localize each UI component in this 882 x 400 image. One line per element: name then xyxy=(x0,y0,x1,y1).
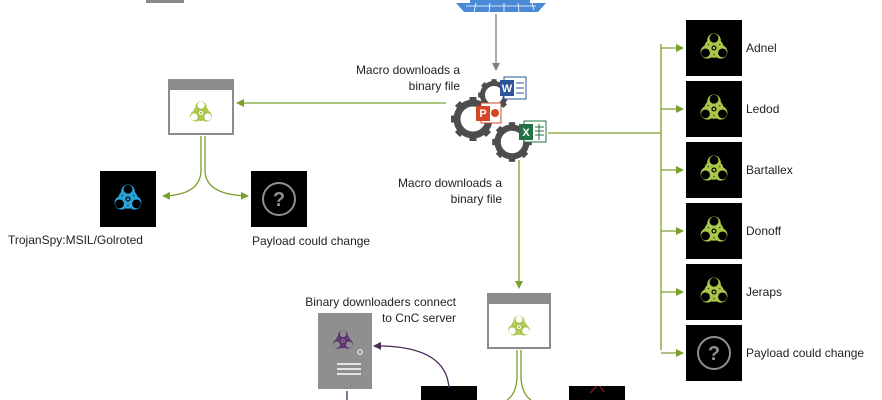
binary-downloaders-label: Binary downloaders connect to CnC server xyxy=(305,295,456,325)
payload-label-left: Payload could change xyxy=(252,234,371,248)
svg-text:P: P xyxy=(479,108,486,120)
family-label: Ledod xyxy=(746,102,780,116)
family-tile-payload-could-change: ? xyxy=(686,325,742,381)
biohazard-icon xyxy=(700,277,728,303)
biohazard-icon xyxy=(700,155,728,181)
biohazard-icon xyxy=(700,216,728,242)
trojanspy-tile xyxy=(100,171,156,227)
svg-text:X: X xyxy=(522,127,530,139)
left-window-biohazard-icon xyxy=(190,101,212,122)
payload-question-tile-left: ? xyxy=(251,171,307,227)
question-icon xyxy=(697,336,731,370)
family-label: Donoff xyxy=(746,224,782,238)
family-tile-bartallex xyxy=(686,142,742,198)
malware-family-list: ? xyxy=(661,20,742,381)
svg-text:?: ? xyxy=(273,189,285,211)
arrow-to-cnc-server xyxy=(373,341,450,389)
laptop-icon xyxy=(456,0,546,13)
powerpoint-icon: P xyxy=(476,102,502,124)
bottom-tile-right-mark xyxy=(589,385,605,394)
macro-downloads-label-left: Macro downloads a binary file xyxy=(355,63,460,93)
arrow-center-window-split-right xyxy=(520,350,532,400)
center-binary-window xyxy=(487,293,551,349)
family-label: Jeraps xyxy=(746,285,783,299)
arrow-center-window-split-left xyxy=(506,350,518,400)
trojanspy-label: TrojanSpy:MSIL/Golroted xyxy=(8,233,143,247)
family-tile-adnel xyxy=(686,20,742,76)
word-icon: W xyxy=(500,76,527,100)
svg-text:W: W xyxy=(502,83,513,95)
excel-icon: X xyxy=(519,120,547,143)
svg-text:?: ? xyxy=(708,343,720,365)
bottom-tile-right xyxy=(569,386,625,400)
cnc-server-icon xyxy=(318,313,372,389)
family-tile-donoff xyxy=(686,203,742,259)
family-label: Adnel xyxy=(746,41,777,55)
family-label: Bartallex xyxy=(746,163,793,177)
arrow-left-window-to-payload xyxy=(204,136,249,200)
arrow-left-window-to-trojanspy xyxy=(162,136,202,200)
family-tile-ledod xyxy=(686,81,742,137)
family-tile-jeraps xyxy=(686,264,742,320)
biohazard-icon xyxy=(700,33,728,59)
macro-downloads-label-center: Macro downloads a binary file xyxy=(397,176,502,206)
bottom-tile-left xyxy=(421,386,477,400)
family-label: Payload could change xyxy=(746,346,865,360)
top-left-window-fragment xyxy=(146,0,184,3)
biohazard-icon xyxy=(700,94,728,120)
